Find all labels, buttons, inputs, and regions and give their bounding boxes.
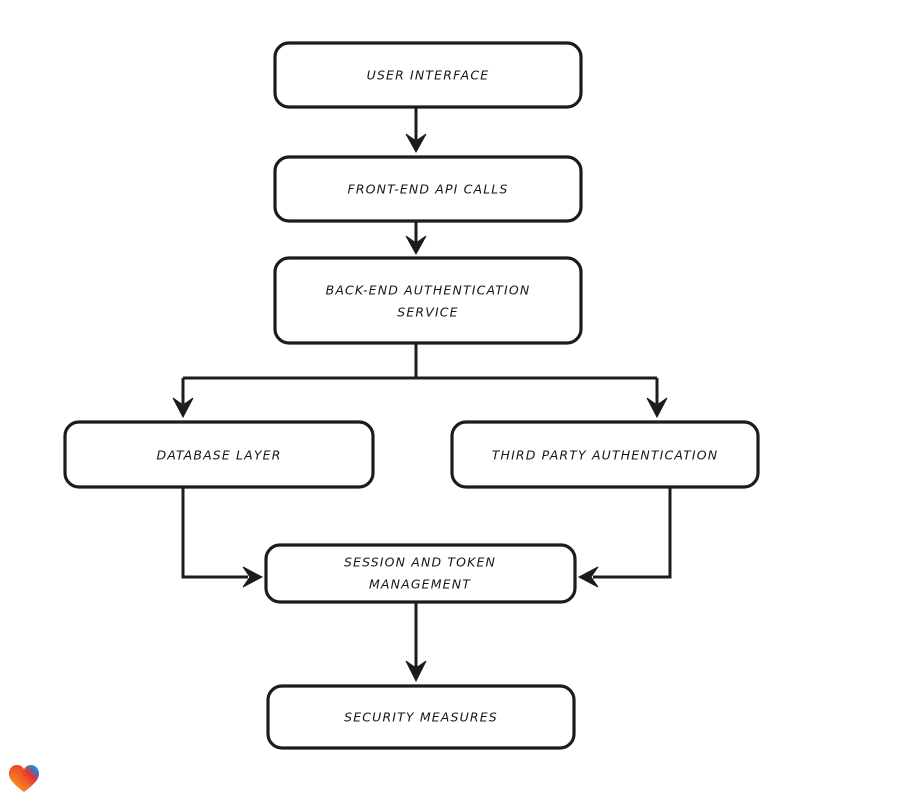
- edge-ui-to-api: [405, 107, 427, 154]
- node-user-interface[interactable]: USER INTERFACE: [273, 41, 583, 109]
- node-box-third-party-authentication: [450, 420, 760, 489]
- edge-backend-splitter: [183, 343, 657, 380]
- node-label-session-and-token-management-line2: MANAGEMENT: [369, 577, 471, 592]
- edge-api-to-backend: [405, 221, 427, 256]
- node-front-end-api-calls[interactable]: FRONT-END API CALLS: [273, 155, 583, 223]
- node-third-party-authentication[interactable]: THIRD PARTY AUTHENTICATION: [450, 420, 760, 489]
- node-session-and-token-management[interactable]: SESSION AND TOKEN MANAGEMENT: [264, 543, 577, 604]
- node-box-database-layer: [63, 420, 375, 489]
- node-box-front-end-api-calls: [273, 155, 583, 223]
- node-label-database-layer: DATABASE LAYER: [156, 448, 281, 463]
- node-box-user-interface: [273, 41, 583, 109]
- node-security-measures[interactable]: SECURITY MEASURES: [266, 684, 576, 750]
- edge-session-to-security: [405, 602, 427, 683]
- heart-icon: [9, 765, 39, 792]
- node-label-back-end-authentication-service-line2: SERVICE: [397, 305, 458, 320]
- node-label-front-end-api-calls: FRONT-END API CALLS: [347, 182, 508, 197]
- node-label-back-end-authentication-service-line1: BACK-END AUTHENTICATION: [326, 283, 531, 298]
- node-back-end-authentication-service[interactable]: BACK-END AUTHENTICATION SERVICE: [273, 256, 583, 345]
- edge-backend-to-database: [172, 378, 194, 419]
- edge-backend-to-thirdparty: [646, 378, 668, 419]
- edge-thirdparty-to-session: [577, 487, 672, 588]
- node-box-back-end-authentication-service: [273, 256, 583, 345]
- node-label-security-measures: SECURITY MEASURES: [344, 710, 498, 725]
- node-box-session-and-token-management: [264, 543, 577, 604]
- node-box-security-measures: [266, 684, 576, 750]
- node-label-third-party-authentication: THIRD PARTY AUTHENTICATION: [492, 448, 719, 463]
- node-label-user-interface: USER INTERFACE: [367, 68, 490, 83]
- node-database-layer[interactable]: DATABASE LAYER: [63, 420, 375, 489]
- node-label-session-and-token-management-line1: SESSION AND TOKEN: [344, 555, 496, 570]
- edge-database-to-session: [181, 487, 264, 588]
